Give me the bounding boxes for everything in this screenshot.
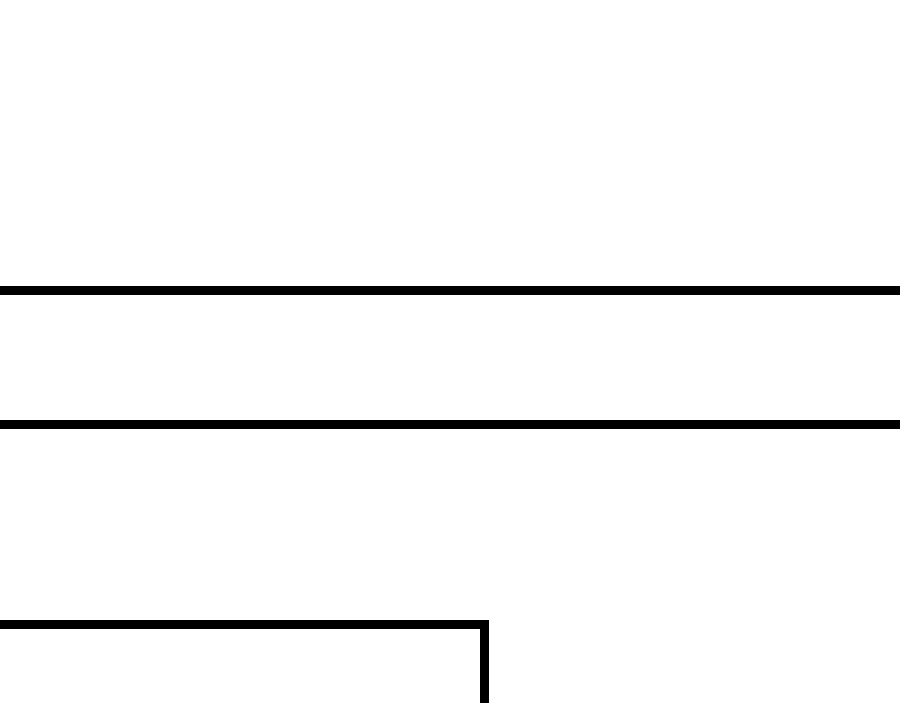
bottom-button[interactable]	[0, 620, 489, 703]
text-field[interactable]	[0, 295, 900, 420]
text-field-frame[interactable]	[0, 286, 900, 429]
